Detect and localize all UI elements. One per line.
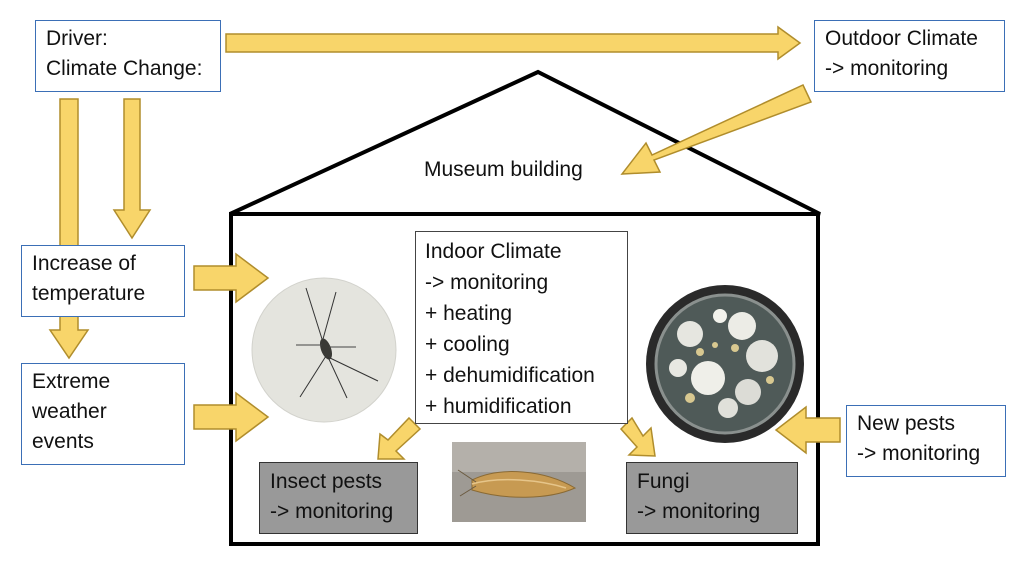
fungi-petri-dish-photo bbox=[646, 285, 804, 443]
temperature-box: Increase of temperature bbox=[21, 245, 185, 317]
arrow-outdoor-to-museum bbox=[620, 84, 813, 175]
indoor-item-dehumidification: + dehumidification bbox=[425, 364, 595, 387]
arrow-indoor-to-insect bbox=[377, 416, 422, 460]
silverfish-photo bbox=[251, 277, 397, 423]
house-roof bbox=[229, 69, 821, 216]
moth-photo bbox=[452, 442, 586, 522]
new-pests-monitoring: -> monitoring bbox=[857, 442, 981, 465]
indoor-item-cooling: + cooling bbox=[425, 333, 510, 356]
fungi-monitoring: -> monitoring bbox=[637, 500, 761, 523]
temperature-line1: Increase of bbox=[32, 252, 136, 275]
outdoor-climate-monitoring: -> monitoring bbox=[825, 57, 949, 80]
outdoor-climate-title: Outdoor Climate bbox=[825, 27, 978, 50]
arrow-extreme-to-silverfish bbox=[193, 391, 270, 443]
extreme-line2: weather bbox=[32, 400, 107, 423]
house-body bbox=[229, 212, 820, 546]
arrow-newpests-to-fungi bbox=[774, 405, 841, 455]
extreme-line1: Extreme bbox=[32, 370, 111, 393]
new-pests-box: New pests -> monitoring bbox=[846, 405, 1006, 477]
driver-label: Driver: bbox=[46, 27, 108, 50]
indoor-climate-box: Indoor Climate -> monitoring + heating +… bbox=[415, 231, 628, 424]
insect-pests-box: Insect pests -> monitoring bbox=[259, 462, 418, 534]
fungi-box: Fungi -> monitoring bbox=[626, 462, 798, 534]
extreme-line3: events bbox=[32, 430, 94, 453]
driver-box: Driver: Climate Change: bbox=[35, 20, 221, 92]
outdoor-climate-box: Outdoor Climate -> monitoring bbox=[814, 20, 1005, 92]
driver-climate-change: Climate Change: bbox=[46, 57, 203, 80]
indoor-item-heating: + heating bbox=[425, 302, 512, 325]
arrow-driver-to-outdoor bbox=[225, 25, 802, 61]
insect-pests-title: Insect pests bbox=[270, 470, 383, 493]
fungi-title: Fungi bbox=[637, 470, 690, 493]
indoor-item-monitoring: -> monitoring bbox=[425, 271, 549, 294]
arrow-temperature-to-silverfish bbox=[193, 252, 270, 304]
insect-pests-monitoring: -> monitoring bbox=[270, 500, 394, 523]
indoor-climate-title: Indoor Climate bbox=[425, 240, 562, 263]
arrow-driver-to-temperature bbox=[112, 98, 152, 240]
arrow-driver-to-extreme bbox=[48, 98, 90, 360]
arrow-indoor-to-fungi bbox=[619, 416, 656, 457]
museum-building-label: Museum building bbox=[424, 158, 583, 181]
temperature-line2: temperature bbox=[32, 282, 146, 305]
indoor-item-humidification: + humidification bbox=[425, 395, 572, 418]
extreme-weather-box: Extreme weather events bbox=[21, 363, 185, 465]
new-pests-title: New pests bbox=[857, 412, 956, 435]
